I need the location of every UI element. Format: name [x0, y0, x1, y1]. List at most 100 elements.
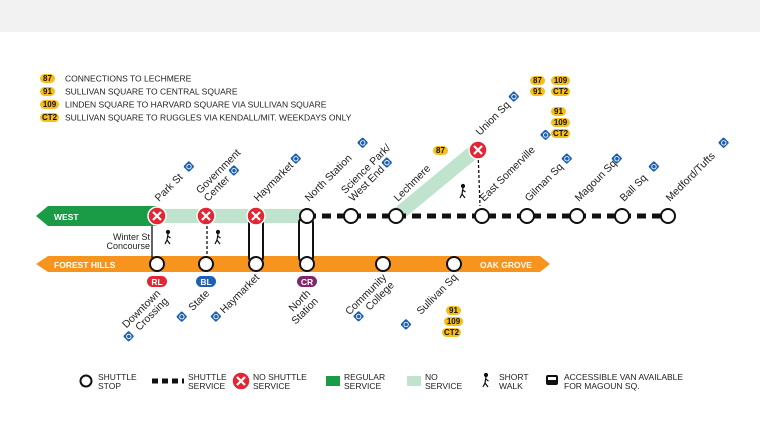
shuttle-stop-marker	[660, 208, 676, 224]
bus-badge-label: 109	[554, 118, 568, 127]
bus-badge-label: 109	[554, 76, 568, 85]
accessible-icon-bg	[290, 153, 301, 164]
bus-badge-shape	[442, 328, 461, 337]
bus-badge-label: 91	[43, 87, 52, 96]
green-station-label-group: Union Sq	[474, 91, 519, 138]
winter-st-label-1: Winter St	[113, 232, 151, 242]
accessible-icon-bg	[718, 137, 729, 148]
accessible-icon-glyph	[614, 156, 620, 162]
accessible-icon-bg	[176, 311, 187, 322]
bus-badge-shape	[40, 87, 55, 96]
bus-badge-109: 109	[551, 76, 570, 85]
accessible-icon-bg	[123, 331, 134, 342]
walk-icon-body	[459, 187, 466, 199]
accessible-icon	[381, 157, 392, 168]
line-badge-shape	[147, 276, 167, 287]
orange-station-label-group: Haymarket	[210, 272, 262, 322]
walk-icon	[459, 183, 466, 199]
accessible-icon-glyph	[511, 94, 517, 100]
shuttle-stop-marker	[614, 208, 630, 224]
close-icon	[473, 145, 483, 155]
bus-badge-label: 91	[554, 107, 563, 116]
bus-badge-91: 91	[40, 87, 55, 96]
line-badge-label: BL	[200, 277, 211, 287]
walk-icon-body	[482, 376, 489, 388]
green-station-label-group: Ball Sq	[618, 161, 659, 204]
shuttle-stop-marker	[299, 208, 315, 224]
accessible-icon-glyph	[384, 160, 390, 166]
orange-station-name: State	[186, 288, 212, 314]
line-badge-cr: CR	[297, 276, 317, 287]
accessible-icon-glyph	[564, 156, 570, 162]
bus-badge-label: 87	[43, 74, 52, 83]
no-shuttle-marker	[196, 206, 216, 226]
legend-text-line-1: NO	[425, 372, 438, 382]
union-walk-connector	[477, 149, 481, 207]
accessible-icon-glyph	[179, 314, 185, 320]
shuttle-stop-marker	[198, 256, 214, 272]
close-icon	[152, 211, 162, 221]
legend-text-line-2: SERVICE	[253, 381, 290, 391]
accessible-icon-glyph	[186, 163, 192, 170]
legend-stop-icon	[79, 374, 93, 388]
shuttle-stop-marker	[569, 208, 585, 224]
legend-text-line-2: SERVICE	[344, 381, 381, 391]
bus-badge-label: CT2	[42, 113, 58, 122]
bus-badge-shape	[551, 129, 570, 138]
accessible-icon-glyph	[356, 313, 362, 320]
van-icon	[546, 375, 558, 385]
bus-badge-label: 87	[436, 146, 445, 155]
bus-badge-87: 87	[40, 74, 55, 83]
accessible-icon	[176, 311, 187, 322]
green-station-name: Park St	[153, 171, 186, 204]
bus-badge-shape	[40, 100, 59, 109]
walk-icon	[482, 372, 489, 388]
accessible-icon-bg	[508, 91, 519, 102]
shuttle-stop-marker	[149, 256, 165, 272]
bus-route-desc: SULLIVAN SQUARE TO CENTRAL SQUARE	[65, 87, 238, 97]
bus-badge-shape	[444, 317, 463, 326]
shuttle-stop-marker	[299, 256, 315, 272]
legend-text-line-1: NO SHUTTLE	[253, 372, 307, 382]
legend-regular-swatch	[326, 376, 340, 386]
walk-icon-body	[164, 233, 171, 245]
bus-badge-label: 109	[43, 100, 57, 109]
shuttle-stop-marker	[446, 256, 462, 272]
line-badge-shape	[196, 276, 216, 287]
accessible-icon-glyph	[543, 132, 549, 138]
accessible-icon	[611, 153, 622, 164]
walk-icon-head	[483, 372, 489, 378]
no-shuttle-marker	[231, 371, 251, 391]
line-badge-shape	[297, 276, 317, 287]
accessible-icon	[183, 161, 194, 172]
walk-icon-head	[460, 183, 466, 189]
orange-station-label-group: State	[176, 288, 212, 322]
accessible-icon	[400, 319, 411, 330]
line-badge-label: RL	[151, 277, 162, 287]
close-icon	[201, 211, 211, 221]
accessible-icon-glyph	[651, 163, 657, 170]
bus-badge-87: 87	[530, 76, 545, 85]
top-band	[0, 0, 760, 32]
bus-badge-ct2: CT2	[40, 113, 59, 122]
bus-badge-109: 109	[444, 317, 463, 326]
bus-badge-shape	[551, 87, 570, 96]
accessible-icon	[353, 311, 364, 322]
bus-badge-shape	[40, 74, 55, 83]
orange-right-label: OAK GROVE	[480, 260, 532, 270]
green-station-label-group: Magoun Sq	[573, 153, 622, 204]
accessible-icon-bg	[540, 129, 551, 140]
bus-badge-shape	[551, 107, 566, 116]
bus-route-desc: SULLIVAN SQUARE TO RUGGLES VIA KENDALL/M…	[65, 113, 352, 123]
accessible-icon-glyph	[293, 156, 299, 162]
legend-text-line-1: REGULAR	[344, 372, 385, 382]
